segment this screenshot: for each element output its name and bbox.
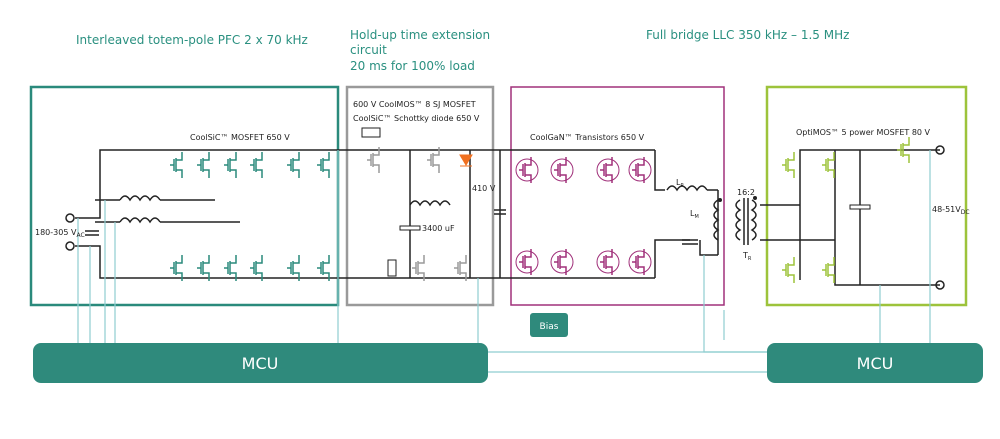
pfc-title: Interleaved totem-pole PFC 2 x 70 kHz <box>76 33 308 47</box>
sic-mosfet-icon <box>197 152 210 178</box>
optimos-mosfet-icon <box>822 152 835 178</box>
holdup-diode-label: CoolSiC™ Schottky diode 650 V <box>353 114 480 123</box>
sic-mosfet-icon <box>287 255 300 281</box>
gan-transistor-icon <box>515 157 539 183</box>
holdup-resistor <box>387 259 397 277</box>
optimos-mosfet-icon <box>897 137 910 163</box>
coolmos-mosfet-icon <box>367 147 380 173</box>
holdup-title-3: 20 ms for 100% load <box>350 59 475 73</box>
input-voltage-label: 180-305 VAC <box>35 228 85 239</box>
sr-stage-box <box>765 85 968 307</box>
sr-devices-label: OptiMOS™ 5 power MOSFET 80 V <box>796 128 931 137</box>
holdup-switch-icon <box>412 255 425 281</box>
output-voltage-label: 48-51VDC <box>932 205 970 216</box>
holdup-title-1: Hold-up time extension <box>350 28 490 42</box>
switch-group <box>170 137 910 283</box>
optimos-mosfet-icon <box>782 152 795 178</box>
sic-mosfet-icon <box>197 255 210 281</box>
sic-mosfet-icon <box>250 152 263 178</box>
terminals <box>65 145 945 290</box>
resonant-inductor <box>666 185 708 192</box>
holdup-switch-icon <box>454 255 467 281</box>
capacitors <box>85 204 871 245</box>
sic-mosfet-icon <box>170 152 183 178</box>
pfc-inductors <box>119 195 161 224</box>
llc-title: Full bridge LLC 350 kHz – 1.5 MHz <box>646 28 849 42</box>
capacitor-label: 3400 uF <box>422 224 455 233</box>
gan-transistor-icon <box>515 249 539 275</box>
sic-mosfet-icon <box>287 152 300 178</box>
optimos-mosfet-icon <box>782 257 795 283</box>
gan-transistor-icon <box>628 157 652 183</box>
mcu-primary-label: MCU <box>242 354 279 373</box>
gan-transistor-icon <box>596 249 620 275</box>
optimos-mosfet-icon <box>822 257 835 283</box>
magnetizing-inductor <box>713 199 720 241</box>
sic-mosfet-icon <box>317 255 330 281</box>
gan-transistor-icon <box>550 157 574 183</box>
turns-ratio-label: 16:2 <box>737 188 755 197</box>
holdup-stage-box <box>345 85 495 307</box>
sic-mosfet-icon <box>250 255 263 281</box>
gan-transistor-icon <box>628 249 652 275</box>
bias-label: Bias <box>540 322 559 332</box>
signal-wires <box>77 150 931 373</box>
gan-transistor-icon <box>550 249 574 275</box>
transformer-label: TR <box>742 251 752 262</box>
schottky-diode-icon <box>459 154 473 167</box>
gan-transistor-icon <box>596 157 620 183</box>
bus-voltage-label: 410 V <box>472 184 496 193</box>
holdup-mosfet-label: 600 V CoolMOS™ 8 SJ MOSFET <box>353 100 476 109</box>
mcu-secondary-label: MCU <box>857 354 894 373</box>
holdup-inductor <box>409 200 451 207</box>
pfc-stage-box <box>29 85 340 307</box>
sic-mosfet-icon <box>224 255 237 281</box>
transformer <box>718 196 757 245</box>
sic-mosfet-icon <box>317 152 330 178</box>
pfc-devices-label: CoolSiC™ MOSFET 650 V <box>190 133 290 142</box>
mcu-primary <box>33 343 488 383</box>
mcu-secondary <box>767 343 983 383</box>
gan-devices-label: CoolGaN™ Transistors 650 V <box>530 133 645 142</box>
bias-supply-block <box>530 313 568 337</box>
holdup-title-2: circuit <box>350 43 387 57</box>
llc-stage-box <box>510 86 725 306</box>
inrush-resistor <box>361 127 381 138</box>
lr-label: LR <box>676 178 684 189</box>
sic-mosfet-icon <box>224 152 237 178</box>
lm-label: LM <box>690 209 699 220</box>
sic-mosfet-icon <box>170 255 183 281</box>
coolmos-mosfet-icon <box>427 147 440 173</box>
